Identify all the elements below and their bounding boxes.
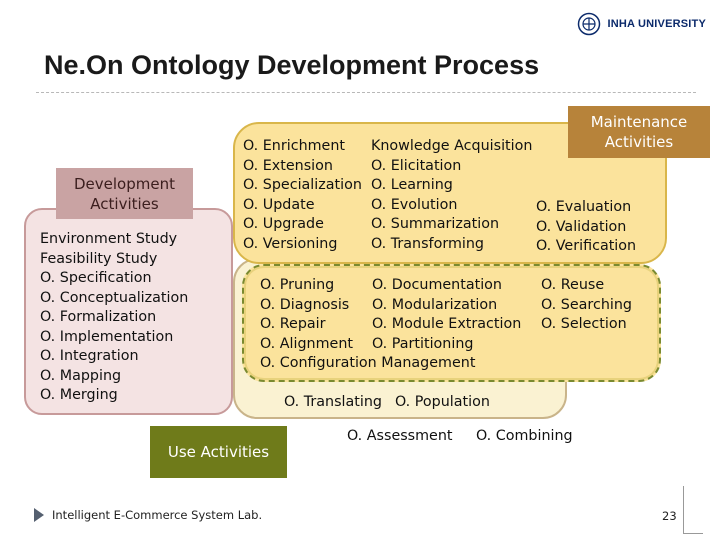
list-item: O. Update: [243, 196, 315, 213]
slide-title: Ne.On Ontology Development Process: [44, 50, 540, 80]
list-item: O. Modularization: [372, 296, 498, 313]
list-item: O. Evaluation: [536, 199, 632, 215]
university-emblem-icon: [578, 12, 601, 36]
population-item: O. Population: [395, 394, 490, 410]
list-item: O. Extension: [243, 157, 333, 174]
list-item: O. Conceptualization: [40, 289, 189, 306]
list-item: O. Formalization: [40, 309, 157, 325]
list-item: Environment Study: [40, 231, 178, 247]
list-item: O. Diagnosis: [260, 296, 350, 313]
list-item: O. Elicitation: [371, 157, 462, 174]
footer-divider: [683, 533, 703, 534]
configuration-management-item: O. Configuration Management: [260, 355, 476, 371]
list-item: O. Merging: [40, 387, 118, 403]
list-item: O. Documentation: [372, 277, 502, 293]
list-item: O. Selection: [541, 316, 627, 332]
top-activities-col2: Knowledge Acquisition O. Elicitation O. …: [371, 137, 532, 254]
development-activities-label: Development Activities: [56, 168, 193, 219]
list-item: O. Verification: [536, 238, 637, 254]
shared-activities-col3: O. Reuse O. Searching O. Selection: [541, 276, 632, 335]
university-logo: INHA UNIVERSITY: [577, 10, 706, 38]
list-item: O. Mapping: [40, 367, 122, 384]
list-item: Feasibility Study: [40, 250, 158, 267]
translating-item: O. Translating: [284, 394, 382, 410]
use-activities-label: Use Activities: [150, 426, 287, 478]
list-item: O. Pruning: [260, 277, 335, 293]
top-activities-col1: O. Enrichment O. Extension O. Specializa…: [243, 137, 362, 254]
list-item: O. Versioning: [243, 235, 338, 252]
list-item: O. Searching: [541, 296, 632, 313]
development-activities-list: Environment Study Feasibility Study O. S…: [40, 230, 188, 406]
list-item: O. Transforming: [371, 235, 484, 252]
footer-divider: [683, 486, 684, 534]
shared-activities-col2: O. Documentation O. Modularization O. Mo…: [372, 276, 521, 354]
list-item: O. Implementation: [40, 328, 174, 345]
university-name: INHA UNIVERSITY: [607, 18, 706, 30]
development-region: [24, 208, 233, 415]
footer-arrow-icon: [34, 508, 44, 522]
footer-lab-name: Intelligent E-Commerce System Lab.: [52, 508, 263, 522]
list-item: O. Specification: [40, 270, 152, 286]
list-item: O. Evolution: [371, 196, 458, 213]
list-item: O. Validation: [536, 218, 627, 235]
maintenance-activities-label: Maintenance Activities: [568, 106, 710, 158]
shared-activities-col1: O. Pruning O. Diagnosis O. Repair O. Ali…: [260, 276, 353, 354]
list-item: O. Module Extraction: [372, 316, 522, 332]
title-divider: [36, 92, 696, 93]
combining-item: O. Combining: [476, 428, 573, 444]
list-item: O. Integration: [40, 348, 139, 364]
list-item: O. Alignment: [260, 335, 354, 352]
list-item: O. Learning: [371, 177, 453, 193]
assessment-item: O. Assessment: [347, 428, 453, 444]
top-activities-col3: O. Evaluation O. Validation O. Verificat…: [536, 198, 636, 257]
shared-activities-region: [242, 264, 661, 382]
page-number: 23: [662, 509, 677, 523]
list-item: O. Specialization: [243, 177, 362, 193]
list-item: O. Summarization: [371, 216, 500, 232]
list-item: O. Upgrade: [243, 216, 324, 232]
list-item: O. Partitioning: [372, 335, 474, 352]
list-item: O. Enrichment: [243, 138, 346, 154]
list-item: Knowledge Acquisition: [371, 138, 533, 154]
list-item: O. Repair: [260, 316, 326, 332]
list-item: O. Reuse: [541, 277, 605, 293]
